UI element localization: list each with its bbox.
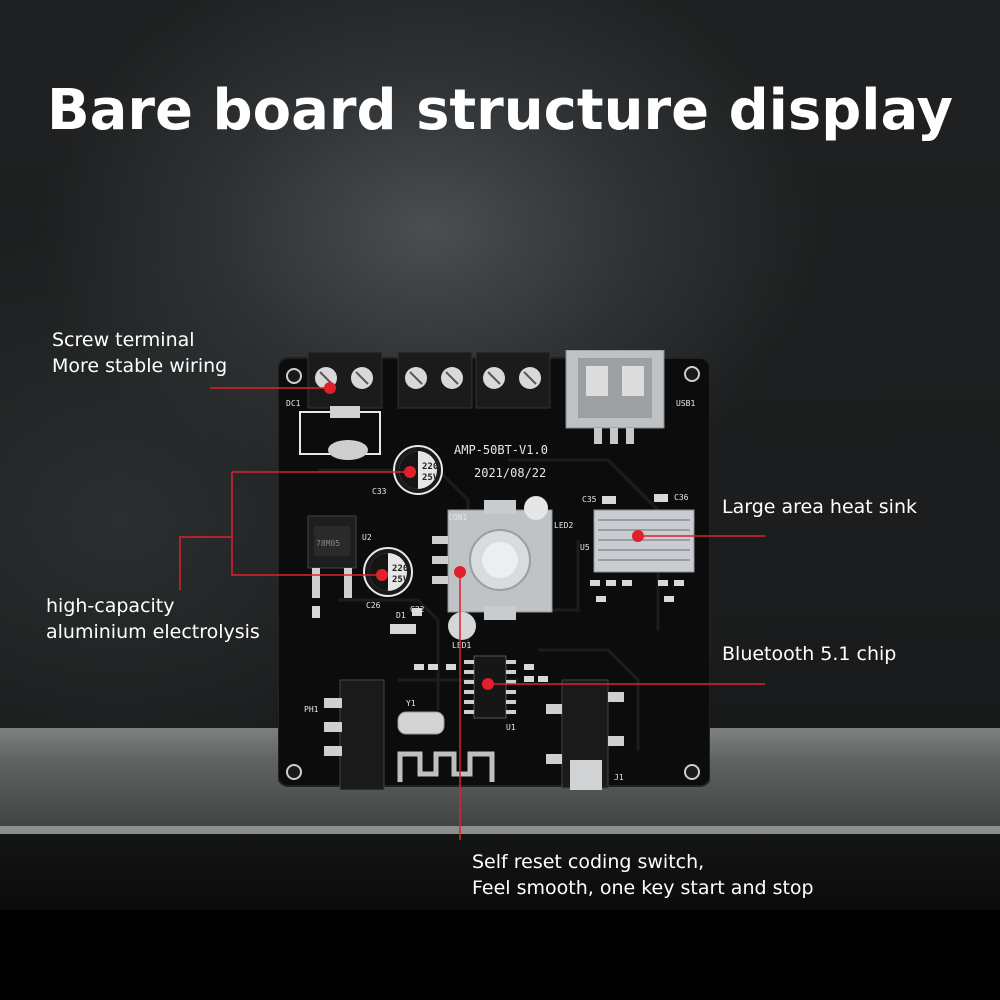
callout-switch: Self reset coding switch, Feel smooth, o… xyxy=(472,849,814,901)
callout-dot-screw-terminal xyxy=(324,382,336,394)
callout-dot-c33 xyxy=(404,466,416,478)
rotary-encoder xyxy=(432,500,553,620)
callout-heat-sink-line1: Large area heat sink xyxy=(722,496,917,518)
silk-j1: J1 xyxy=(614,773,624,782)
silk-c33: C33 xyxy=(372,487,387,496)
screw-terminal-1 xyxy=(307,351,383,409)
silk-c32: C32 xyxy=(410,605,425,614)
silk-ph1: PH1 xyxy=(304,705,319,714)
voltage-regulator xyxy=(307,515,357,598)
cap-c26-value: 220 xyxy=(392,564,408,574)
shelf-front xyxy=(0,834,1000,910)
silk-d1: D1 xyxy=(396,611,406,620)
silk-con1: CON1 xyxy=(448,513,467,522)
board-date: 2021/08/22 xyxy=(474,466,546,480)
silk-c26: C26 xyxy=(366,601,381,610)
silk-c35: C35 xyxy=(582,495,597,504)
page-title: Bare board structure display xyxy=(46,78,954,143)
callout-dot-heat-sink xyxy=(632,530,644,542)
silk-c36: C36 xyxy=(674,493,689,502)
callout-switch-line1: Self reset coding switch, xyxy=(472,851,705,873)
silk-y1: Y1 xyxy=(406,699,416,708)
heat-sink xyxy=(593,509,695,573)
silk-u1: U1 xyxy=(506,723,516,732)
silk-led2: LED2 xyxy=(554,521,573,530)
shelf-edge xyxy=(0,826,1000,834)
callout-dot-switch xyxy=(454,566,466,578)
cap-c26-voltage: 25V xyxy=(392,575,409,585)
callout-screw-terminal: Screw terminal More stable wiring xyxy=(52,327,227,379)
cap-c33-voltage: 25V xyxy=(422,473,439,483)
callout-bluetooth: Bluetooth 5.1 chip xyxy=(722,641,896,667)
silk-usb1: USB1 xyxy=(676,399,695,408)
circuit-board: AMP-50BT-V1.0 2021/08/22 DC1 USB1 C33 U2… xyxy=(277,349,711,791)
callout-capacitors-line2: aluminium electrolysis xyxy=(46,621,260,643)
cap-c33-value: 220 xyxy=(422,462,438,472)
callout-dot-bluetooth xyxy=(482,678,494,690)
bottom-band xyxy=(0,910,1000,1000)
silk-u2: U2 xyxy=(362,533,372,542)
silk-u5: U5 xyxy=(580,543,590,552)
callout-screw-terminal-line2: More stable wiring xyxy=(52,355,228,377)
callout-capacitors: high-capacity aluminium electrolysis xyxy=(46,593,260,645)
callout-dot-c26 xyxy=(376,569,388,581)
silk-regulator: 78M05 xyxy=(316,539,340,548)
callout-bluetooth-line1: Bluetooth 5.1 chip xyxy=(722,643,897,665)
audio-jack-right xyxy=(546,679,624,790)
silk-dc1: DC1 xyxy=(286,399,301,408)
callout-heat-sink: Large area heat sink xyxy=(722,494,917,520)
board-model: AMP-50BT-V1.0 xyxy=(454,443,548,457)
circuit-board-drawing: AMP-50BT-V1.0 2021/08/22 DC1 USB1 C33 U2… xyxy=(277,349,711,791)
callout-line-capacitors-b xyxy=(231,472,382,576)
callout-capacitors-line1: high-capacity xyxy=(46,595,175,617)
callout-switch-line2: Feel smooth, one key start and stop xyxy=(472,877,814,899)
usb-port xyxy=(565,349,665,444)
silk-led1: LED1 xyxy=(452,641,471,650)
callout-line-capacitors-a xyxy=(179,536,232,590)
callout-screw-terminal-line1: Screw terminal xyxy=(52,329,195,351)
